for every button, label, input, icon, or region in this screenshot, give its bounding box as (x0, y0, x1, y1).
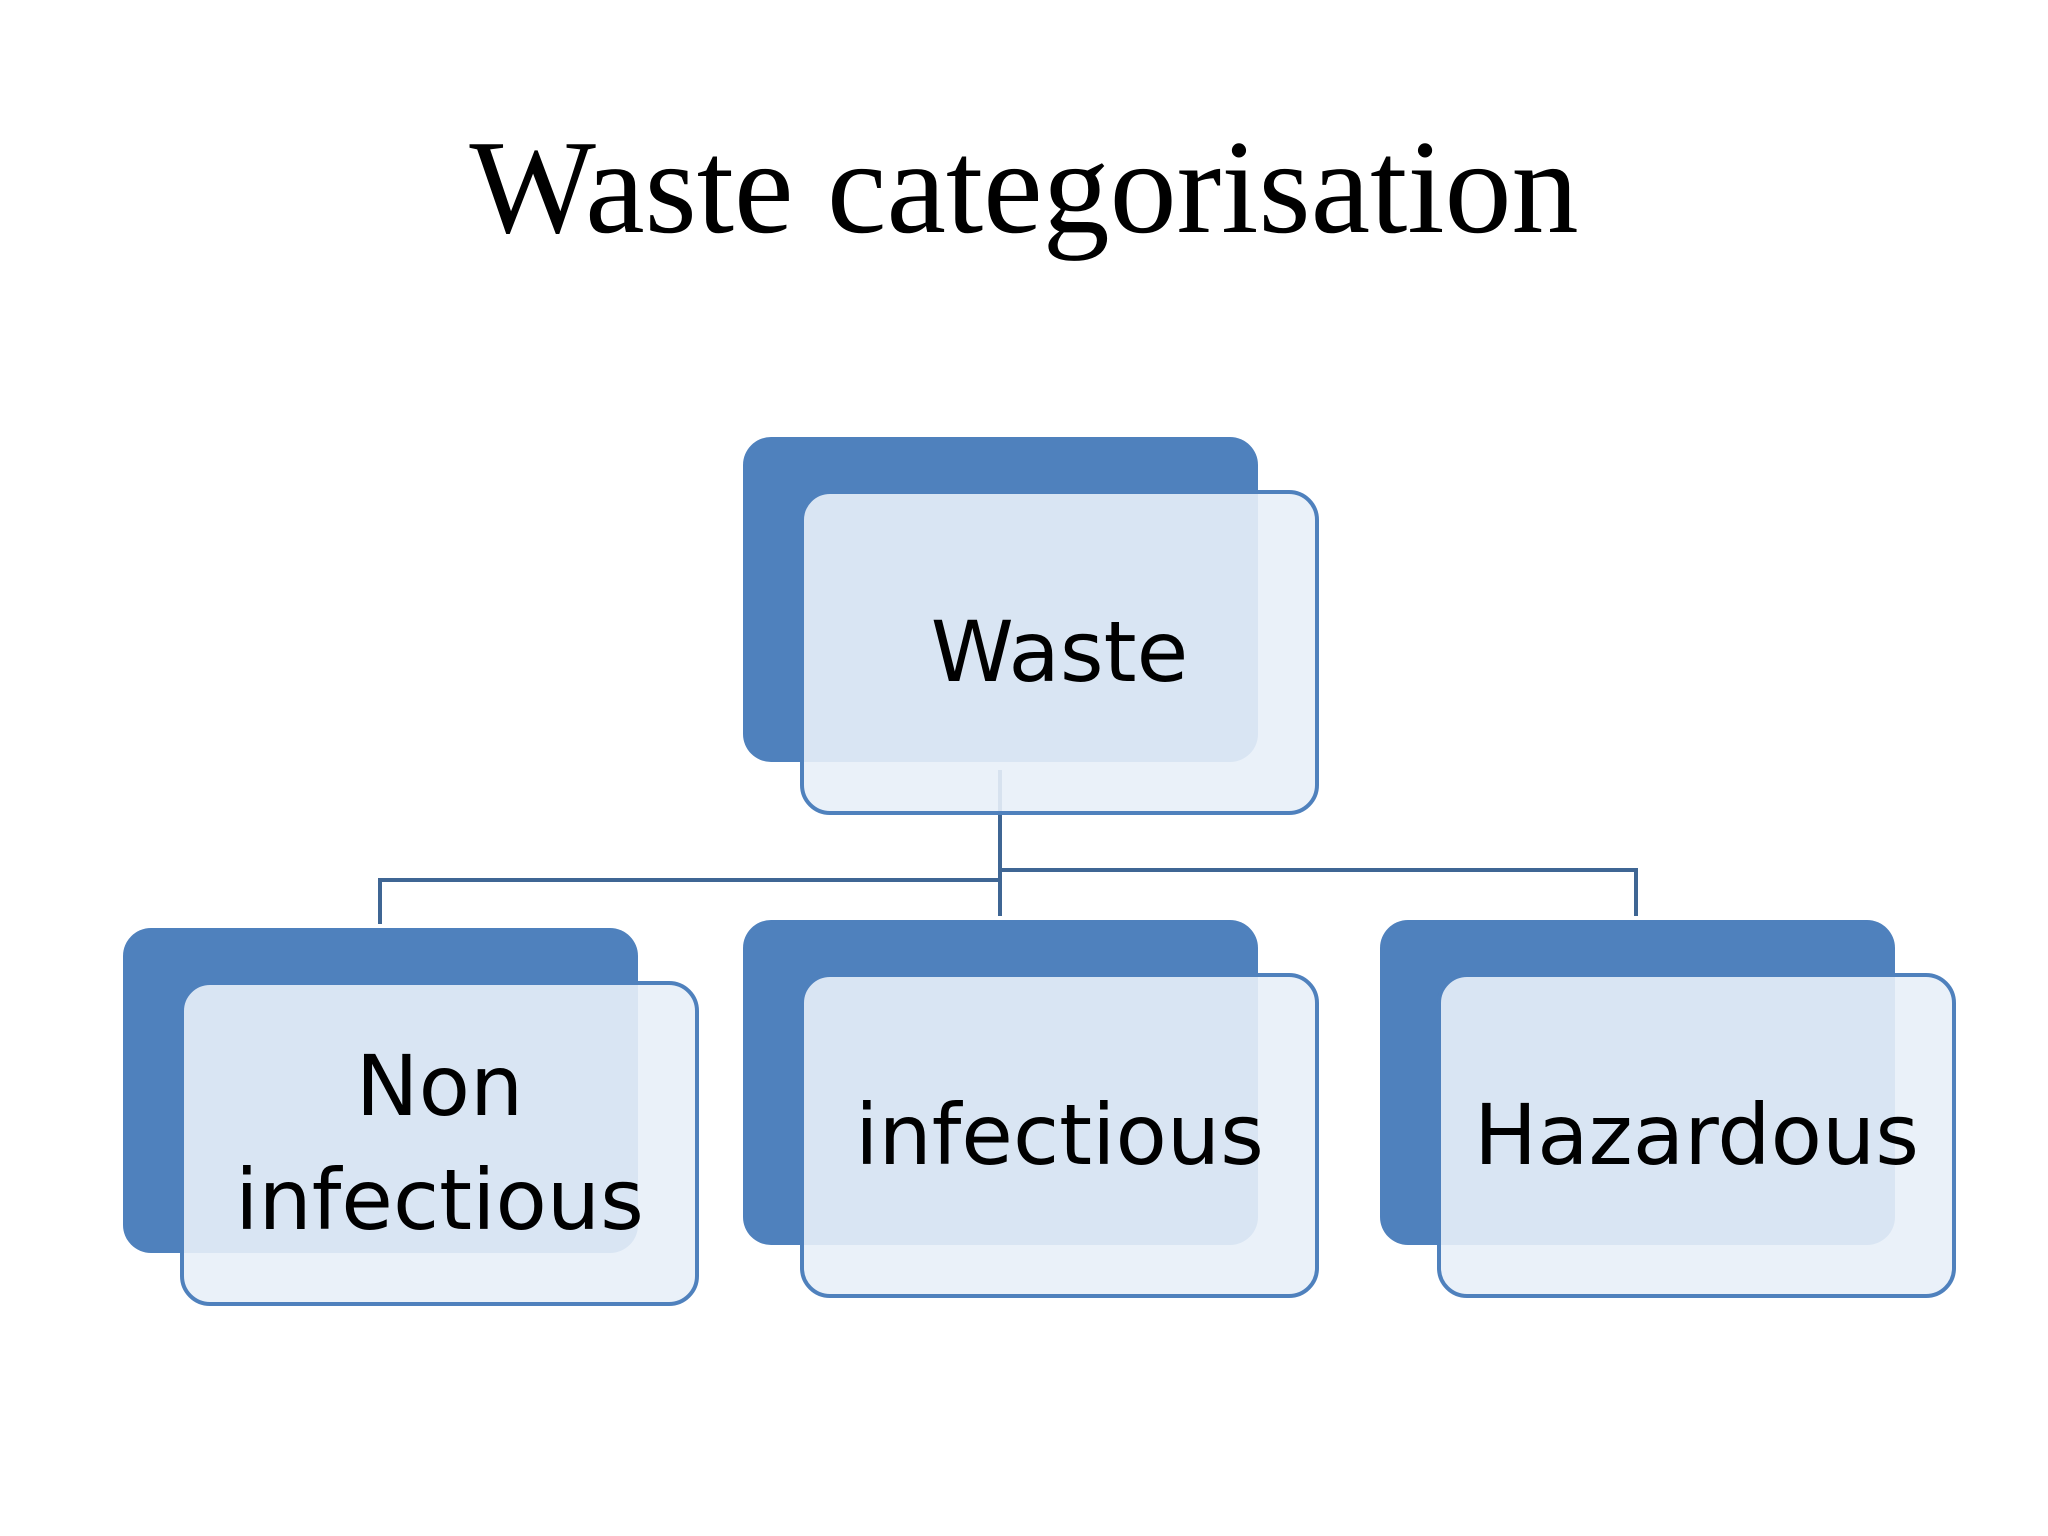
node-hazardous-front-shape: Hazardous (1437, 973, 1956, 1298)
node-non-infectious-front-shape: Non infectious (180, 981, 699, 1306)
node-infectious-label: infectious (855, 1085, 1264, 1184)
connector-to-non-infectious (378, 878, 1000, 924)
slide-title: Waste categorisation (469, 113, 1579, 261)
node-hazardous-label: Hazardous (1474, 1085, 1919, 1184)
node-waste-label: Waste (930, 602, 1189, 701)
node-waste-front-shape: Waste (800, 490, 1319, 815)
node-infectious-front-shape: infectious (800, 973, 1319, 1298)
connector-to-hazardous (1000, 868, 1638, 916)
node-non-infectious-label: Non infectious (235, 1037, 644, 1249)
